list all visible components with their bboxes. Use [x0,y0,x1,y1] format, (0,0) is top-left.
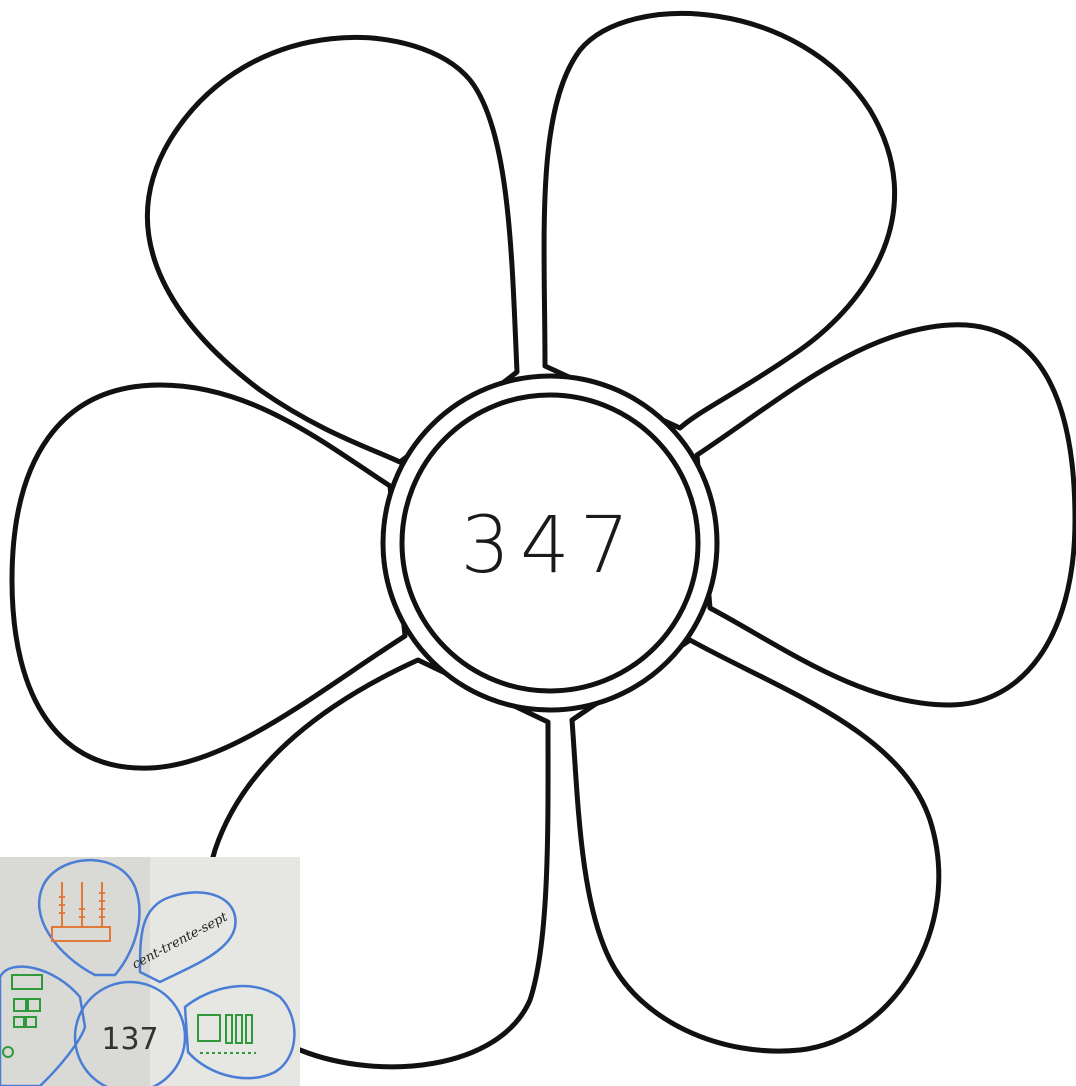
example-photo: 137 cent-trente-sept [0,857,300,1086]
petal-bottom-right [572,640,939,1051]
center-number: 347 [461,501,640,591]
example-center-number: 137 [101,1022,158,1057]
example-photo-drawing: 137 cent-trente-sept [0,857,300,1086]
